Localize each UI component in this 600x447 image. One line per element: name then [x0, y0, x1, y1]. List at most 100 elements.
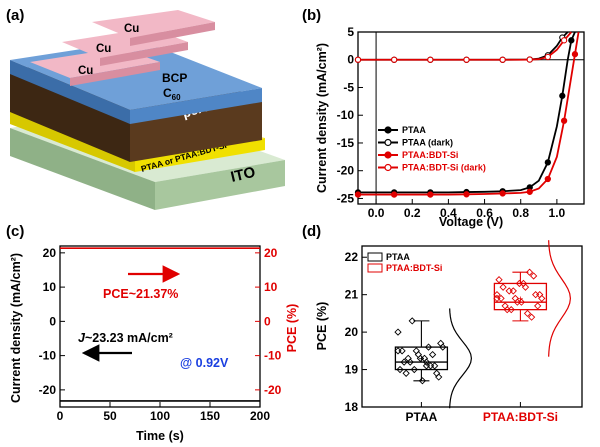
data-point — [505, 287, 513, 295]
data-point — [536, 291, 544, 299]
data-point — [433, 369, 441, 377]
data-point — [398, 347, 406, 355]
y-tick-label: 18 — [345, 400, 359, 414]
plot-frame — [59, 245, 261, 408]
data-point — [408, 317, 416, 325]
data-point — [463, 56, 470, 63]
data-point — [568, 37, 575, 44]
data-point — [544, 175, 551, 183]
y-tick-label-right: -10 — [264, 349, 282, 363]
legend-label: PTAA:BDT-Si (dark) — [402, 163, 486, 173]
data-point — [525, 268, 534, 276]
j-annotation: J~23.23 mA/cm² — [78, 331, 173, 345]
y-tick-label: -5 — [343, 80, 354, 94]
data-point — [526, 188, 533, 195]
data-point — [509, 287, 517, 295]
data-point — [410, 365, 418, 374]
data-point — [499, 56, 506, 63]
data-point — [529, 272, 538, 280]
x-tick-label: 50 — [103, 409, 117, 423]
data-point — [511, 294, 519, 303]
panel-c-label: (c) — [6, 223, 24, 240]
data-point — [391, 191, 398, 198]
legend-label: PTAA:BDT-Si — [386, 263, 442, 273]
y-tick-label-right: -20 — [264, 383, 282, 397]
data-point — [418, 377, 427, 385]
legend-marker — [384, 138, 392, 147]
y-tick-label: -10 — [39, 349, 57, 363]
x-tick-label: 200 — [250, 409, 270, 423]
cu-label-1: Cu — [78, 65, 93, 77]
plot-frame — [357, 31, 585, 205]
y-tick-label: 0 — [347, 53, 354, 67]
x-tick-label: 0 — [57, 409, 64, 423]
legend-label: PTAA:BDT-Si — [402, 150, 458, 160]
legend-label: PTAA (dark) — [402, 138, 453, 148]
data-point — [517, 298, 526, 306]
x-tick-label: 0.6 — [476, 206, 493, 220]
y-tick-label: 22 — [345, 250, 359, 264]
x-tick-label: 0.4 — [440, 206, 457, 220]
data-point — [439, 343, 447, 351]
plot-frame — [361, 245, 583, 408]
panel-b-label: (b) — [302, 7, 321, 24]
c60-label: C60 — [163, 86, 181, 102]
data-point — [559, 92, 566, 99]
y-tick-label: 0 — [49, 314, 56, 328]
data-point — [538, 294, 546, 303]
legend-swatch — [367, 252, 383, 262]
pce-annotation: PCE~21.37% — [103, 287, 178, 301]
x-tick-label: PTAA — [406, 410, 438, 424]
box — [394, 346, 449, 371]
data-point — [495, 276, 503, 284]
y-axis-title-right: PCE (%) — [285, 304, 299, 353]
legend-marker — [384, 151, 392, 159]
data-point — [463, 191, 470, 198]
data-point — [402, 369, 410, 377]
y-tick-label: -10 — [337, 108, 355, 122]
y-axis-title: Current density (mA/cm²) — [315, 43, 329, 193]
data-point — [499, 283, 507, 291]
data-point — [406, 358, 414, 366]
x-tick-label: 0.8 — [512, 206, 529, 220]
panel-d-label: (d) — [302, 223, 321, 240]
series-line — [358, 31, 576, 194]
cu-electrodes: Cu Cu Cu — [30, 10, 215, 86]
data-point — [493, 291, 501, 299]
x-tick-label: 1.0 — [549, 206, 566, 220]
data-point — [507, 306, 515, 314]
data-point — [354, 56, 362, 63]
y-tick-label-right: 10 — [264, 280, 278, 294]
x-tick-label: PTAA:BDT-Si — [483, 410, 558, 424]
y-tick-label-right: 0 — [264, 314, 271, 328]
data-point — [437, 339, 445, 347]
y-tick-label: 19 — [345, 363, 359, 377]
legend-swatch — [367, 263, 383, 273]
data-point — [497, 294, 505, 303]
data-point — [571, 51, 579, 58]
distribution-curve — [449, 308, 473, 409]
x-axis-title: Voltage (V) — [439, 215, 503, 229]
legend-marker — [384, 126, 392, 134]
data-point — [544, 159, 551, 166]
bias-annotation: @ 0.92V — [180, 356, 229, 370]
y-tick-label: -20 — [337, 164, 355, 178]
x-tick-label: 0.0 — [368, 206, 385, 220]
data-point — [526, 56, 533, 63]
data-point — [527, 313, 536, 321]
data-point — [521, 283, 530, 291]
cu-label-3: Cu — [124, 23, 139, 35]
ito-label: ITO — [229, 164, 257, 186]
data-point — [532, 291, 540, 299]
data-point — [499, 190, 506, 197]
y-axis-title-left: Current density (mA/cm²) — [9, 253, 23, 403]
data-point — [560, 117, 568, 124]
data-point — [534, 302, 542, 310]
data-point — [354, 191, 362, 198]
data-point — [427, 191, 434, 198]
panel-a-label: (a) — [6, 7, 24, 24]
data-point — [396, 365, 404, 374]
y-axis-title: PCE (%) — [315, 302, 329, 351]
